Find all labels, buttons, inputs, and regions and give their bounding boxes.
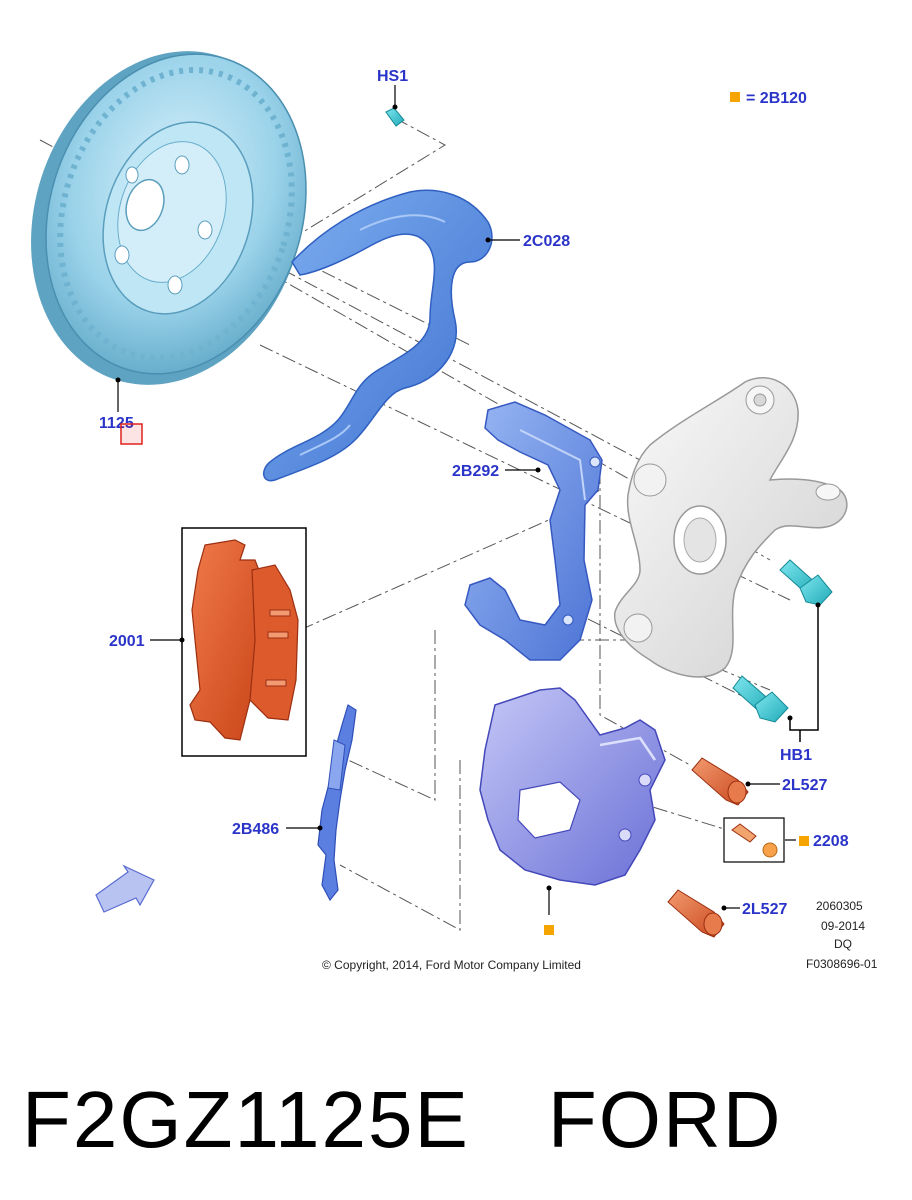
callout-hs1: HS1: [377, 68, 408, 85]
hub-bolt-lower: [732, 675, 789, 723]
bleeder-screw-box: [723, 817, 785, 863]
steering-knuckle: [614, 377, 848, 678]
callout-2208: 2208: [813, 833, 849, 850]
brake-rotor: [31, 51, 307, 385]
callout-hb1: HB1: [780, 747, 812, 764]
leader-lines: [117, 85, 796, 915]
guide-pin-lower: [667, 889, 725, 938]
direction-arrow-icon: [95, 864, 155, 913]
brand-name: FORD: [547, 1075, 783, 1164]
callout-2b486: 2B486: [232, 821, 279, 838]
brake-caliper: [479, 687, 666, 886]
part-footer: F2GZ1125E FORD: [0, 1040, 912, 1200]
callout-2l527-lower: 2L527: [742, 901, 787, 918]
callout-2b292: 2B292: [452, 463, 499, 480]
drawing-info-line4: F0308696-01: [806, 957, 878, 971]
guide-pin-upper: [691, 757, 749, 806]
callout-2208-marker: [799, 836, 809, 846]
caliper-2b120-marker: [544, 925, 554, 935]
part-number: F2GZ1125E: [22, 1075, 470, 1164]
callout-2c028: 2C028: [523, 233, 570, 250]
drawing-info-line2: 09-2014: [821, 919, 865, 933]
legend-label: = 2B120: [746, 90, 807, 107]
drawing-info-line1: 2060305: [816, 899, 863, 913]
hub-bolt-upper: [779, 559, 833, 606]
anti-rattle-clip: [317, 704, 357, 902]
drawing-info-line3: DQ: [834, 937, 852, 951]
callout-2001: 2001: [109, 633, 145, 650]
splash-shield: [263, 189, 493, 482]
brake-pads-box: [181, 527, 307, 757]
callout-2l527-upper: 2L527: [782, 777, 827, 794]
caliper-bracket: [464, 401, 603, 661]
selected-part-highlight: [120, 423, 143, 445]
exploded-brake-diagram: = 2B120 HS1 2C028 2B292 1125 2001 2B486 …: [31, 51, 878, 972]
copyright-notice: © Copyright, 2014, Ford Motor Company Li…: [322, 958, 581, 972]
leader-dots: [115, 104, 821, 911]
callout-1125: 1125: [99, 415, 134, 432]
heat-shield-screw: [385, 107, 405, 127]
hb1-bracket-line: [789, 605, 819, 731]
legend-marker: [730, 92, 740, 102]
